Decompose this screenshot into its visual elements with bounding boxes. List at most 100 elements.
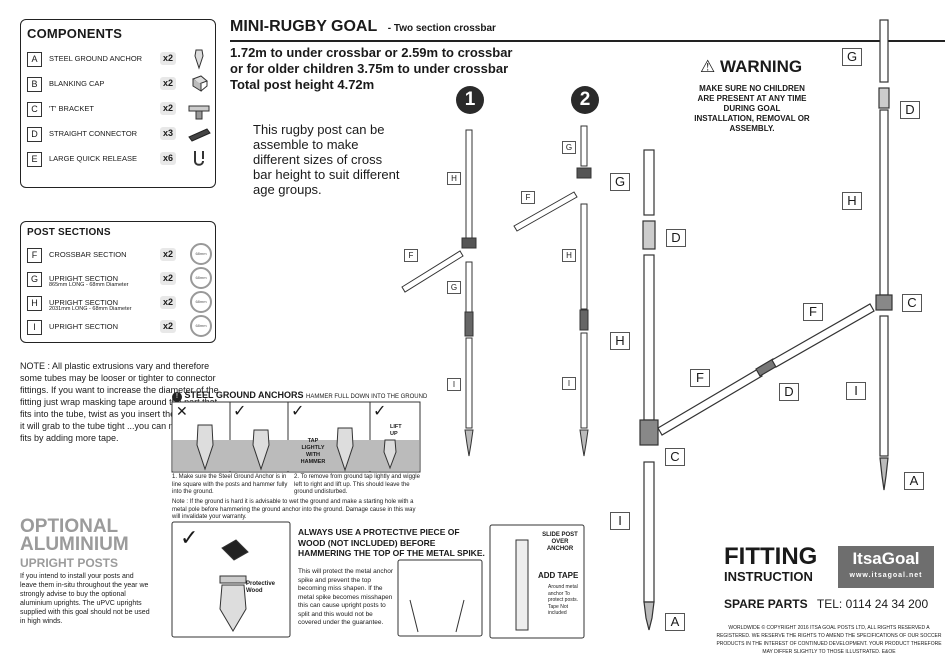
itsagoal-logo: ItsaGoal www.itsagoal.net [838, 546, 934, 588]
label-h-step1: H [447, 172, 461, 185]
row-letter: C [27, 102, 42, 117]
row-name: CROSSBAR SECTION [49, 250, 127, 259]
spare-parts-tel: TEL: 0114 24 34 200 [816, 597, 929, 611]
tap-label: TAP LIGHTLY WITH HAMMER [300, 438, 326, 465]
logo-text: ItsaGoal [852, 549, 920, 568]
optional-line3: UPRIGHT POSTS [20, 556, 119, 570]
anchor-panels [171, 401, 421, 473]
row-qty: x2 [160, 102, 176, 115]
label-g-step2: G [562, 141, 576, 154]
row-qty: x2 [160, 77, 176, 90]
label-h-right: H [842, 192, 862, 210]
label-i-left: I [610, 512, 630, 530]
label-d-crossbar: D [779, 383, 799, 401]
lift-label: LIFT UP [390, 424, 402, 437]
step1-assembly [401, 129, 477, 457]
row-name: BLANKING CAP [49, 79, 105, 88]
optional-line2: ALUMINIUM [20, 534, 129, 555]
optional-text: If you intend to install your posts and … [20, 573, 150, 625]
label-d-right: D [900, 101, 920, 119]
row-letter: H [27, 296, 42, 311]
protect-wood-label: Protective Wood [246, 581, 276, 594]
post-row: G UPRIGHT SECTION 865mm LONG - 68mm Diam… [27, 267, 212, 290]
quick-release-icon [194, 151, 204, 166]
tick-mark-icon: ✓ [233, 403, 247, 420]
page-title-row: MINI-RUGBY GOAL - Two section crossbar [230, 18, 945, 42]
slide-label: SLIDE POST OVER ANCHOR [542, 532, 578, 552]
components-panel: COMPONENTS A STEEL GROUND ANCHOR x2 B BL… [20, 19, 216, 188]
row-letter: D [27, 127, 42, 142]
component-row: A STEEL GROUND ANCHOR x2 [27, 49, 209, 70]
label-f-step2: F [521, 191, 535, 204]
label-h-step2: H [562, 249, 576, 262]
label-g-right: G [842, 48, 862, 66]
row-qty: x2 [160, 248, 176, 261]
component-row: C 'T' BRACKET x2 [27, 100, 210, 120]
warning-title-text: WARNING [719, 57, 803, 76]
warning-text: MAKE SURE NO CHILDREN ARE PRESENT AT ANY… [694, 84, 810, 133]
straight-connector-icon [188, 128, 211, 142]
row-name: UPRIGHT SECTION [49, 322, 119, 331]
spare-parts: SPARE PARTS TEL: 0114 24 34 200 [724, 597, 928, 611]
cross-mark-icon: ✕ [176, 403, 188, 419]
row-qty: x3 [160, 127, 176, 140]
anchors-title: STEEL GROUND ANCHORS [184, 390, 304, 400]
protect-tick-icon: ✓ [180, 525, 199, 550]
components-title: COMPONENTS [27, 26, 123, 41]
anchors-header: ! STEEL GROUND ANCHORS HAMMER FULL DOWN … [172, 390, 427, 402]
height-line2: or for older children 3.75m to under cro… [230, 61, 509, 76]
row-name: STEEL GROUND ANCHOR [49, 54, 143, 63]
tube-section-icon: 68mm [190, 267, 212, 289]
post-row: H UPRIGHT SECTION 2031mm LONG - 68mm Dia… [27, 291, 212, 314]
copyright: WORLDWIDE © COPYRIGHT 2016 ITSA GOAL POS… [716, 625, 942, 655]
post-row: I UPRIGHT SECTION x2 68mm [27, 315, 212, 338]
fitting-subtitle: INSTRUCTION [724, 569, 813, 584]
optional-line1: OPTIONAL [20, 516, 119, 537]
main-left-post [639, 149, 659, 631]
fitting-title: FITTING [724, 543, 818, 570]
main-right-post [875, 19, 893, 491]
label-i-step1: I [447, 378, 461, 391]
step2-assembly [513, 125, 592, 457]
component-row: D STRAIGHT CONNECTOR x3 [27, 125, 211, 145]
label-f-crossbar1: F [690, 369, 710, 387]
blanking-cap-icon [192, 75, 208, 92]
row-letter: I [27, 320, 42, 335]
row-qty: x2 [160, 52, 176, 65]
spare-parts-label: SPARE PARTS [724, 597, 808, 611]
description: This rugby post can be assemble to make … [253, 122, 400, 197]
row-qty: x2 [160, 296, 176, 309]
page-title: MINI-RUGBY GOAL [230, 18, 378, 35]
ground-anchor-icon [194, 49, 204, 70]
row-letter: E [27, 152, 42, 167]
row-name: 'T' BRACKET [49, 104, 94, 113]
protect-heading: ALWAYS USE A PROTECTIVE PIECE OF WOOD (N… [298, 527, 485, 558]
label-a-left: A [665, 613, 685, 631]
row-qty: x2 [160, 272, 176, 285]
tick-mark-icon: ✓ [373, 403, 387, 420]
post-sections-title: POST SECTIONS [27, 227, 111, 238]
label-i-step2: I [562, 377, 576, 390]
row-sub: 2031mm LONG - 68mm Diameter [49, 306, 132, 312]
label-c-left: C [665, 448, 685, 466]
add-tape-label: ADD TAPE [538, 571, 579, 580]
label-f-step1: F [404, 249, 418, 262]
post-sections-panel: POST SECTIONS F CROSSBAR SECTION x2 68mm… [20, 221, 216, 343]
row-name: LARGE QUICK RELEASE [49, 154, 137, 163]
component-row: B BLANKING CAP x2 [27, 75, 209, 95]
label-h-left: H [610, 332, 630, 350]
label-a-right: A [904, 472, 924, 490]
protect-text: This will protect the metal anchor spike… [298, 568, 394, 626]
label-f-crossbar2: F [803, 303, 823, 321]
crossbar [657, 303, 875, 436]
anchors-step1: 1. Make sure the Steel Ground Anchor is … [172, 474, 288, 495]
t-bracket-icon [188, 105, 210, 120]
logo-url: www.itsagoal.net [849, 572, 923, 579]
height-line3: Total post height 4.72m [230, 77, 375, 92]
tube-section-icon: 68mm [190, 291, 212, 313]
anchors-subtitle: HAMMER FULL DOWN INTO THE GROUND [306, 394, 428, 400]
step-one-badge: 1 [456, 86, 484, 114]
anchors-note: Note : If the ground is hard it is advis… [172, 499, 416, 520]
row-letter: B [27, 77, 42, 92]
post-row: F CROSSBAR SECTION x2 68mm [27, 243, 212, 266]
